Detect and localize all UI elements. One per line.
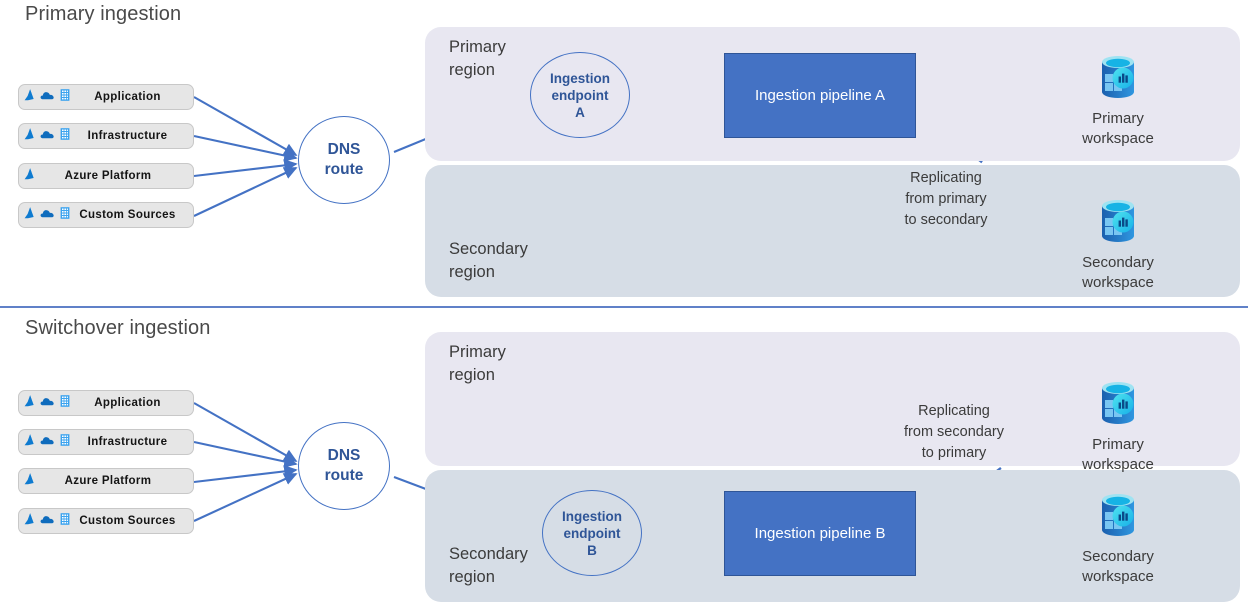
section-title-switchover-ingestion: Switchover ingestion	[25, 317, 211, 339]
azure-logo-icon	[24, 167, 37, 186]
ingestion-pipeline-a-label: Ingestion pipeline A	[754, 87, 886, 104]
dns-route-label: DNS route	[324, 141, 364, 178]
replication-caption-top: Replicating from primary to secondary	[904, 170, 988, 228]
source-item-infrastructure-top[interactable]: Infrastructure	[18, 123, 194, 149]
primary-workspace-node-bottom[interactable]: Primary workspace	[1058, 378, 1178, 476]
building-icon	[59, 127, 71, 146]
ingestion-endpoint-a-node[interactable]: Ingestion endpoint A	[530, 52, 630, 138]
source-label: Custom Sources	[79, 515, 176, 527]
source-item-application-bottom[interactable]: Application	[18, 390, 194, 416]
log-analytics-workspace-icon	[1058, 52, 1178, 107]
secondary-workspace-node-bottom[interactable]: Secondary workspace	[1058, 490, 1178, 588]
workspace-label: Secondary workspace	[1082, 548, 1154, 586]
log-analytics-workspace-icon	[1058, 378, 1178, 433]
building-icon	[59, 512, 71, 531]
ingestion-endpoint-b-label: Ingestion endpoint B	[562, 508, 622, 558]
cloud-icon	[40, 127, 56, 146]
azure-logo-icon	[24, 512, 37, 531]
ingestion-pipeline-b-label: Ingestion pipeline B	[754, 525, 886, 542]
source-icons	[19, 394, 71, 413]
workspace-label: Secondary workspace	[1082, 254, 1154, 292]
region-label-primary-top: Primary region	[449, 38, 506, 80]
dns-route-node-top[interactable]: DNS route	[298, 116, 390, 204]
source-icons	[19, 88, 71, 107]
primary-workspace-node-top[interactable]: Primary workspace	[1058, 52, 1178, 150]
source-icons	[19, 472, 37, 491]
region-label-primary-bottom: Primary region	[449, 343, 506, 385]
workspace-label: Primary workspace	[1082, 110, 1154, 148]
building-icon	[59, 433, 71, 452]
building-icon	[59, 206, 71, 225]
source-icons	[19, 433, 71, 452]
azure-logo-icon	[24, 472, 37, 491]
source-label: Application	[94, 91, 161, 103]
source-label: Custom Sources	[79, 209, 176, 221]
azure-logo-icon	[24, 127, 37, 146]
replication-caption-bottom: Replicating from secondary to primary	[904, 403, 1004, 461]
source-label: Infrastructure	[87, 436, 168, 448]
source-to-dns-arrows-bottom	[193, 402, 298, 522]
source-item-custom-sources-bottom[interactable]: Custom Sources	[18, 508, 194, 534]
cloud-icon	[40, 512, 56, 531]
cloud-icon	[40, 88, 56, 107]
source-item-azure-platform-bottom[interactable]: Azure Platform	[18, 468, 194, 494]
dns-route-label: DNS route	[324, 447, 364, 484]
ingestion-endpoint-b-node[interactable]: Ingestion endpoint B	[542, 490, 642, 576]
ingestion-pipeline-b-box[interactable]: Ingestion pipeline B	[724, 491, 916, 576]
log-analytics-workspace-icon	[1058, 490, 1178, 545]
azure-logo-icon	[24, 206, 37, 225]
dns-route-node-bottom[interactable]: DNS route	[298, 422, 390, 510]
region-label-secondary-bottom: Secondary region	[449, 545, 528, 587]
source-label: Application	[94, 397, 161, 409]
source-icons	[19, 512, 71, 531]
ingestion-endpoint-a-label: Ingestion endpoint A	[550, 70, 610, 120]
section-title-primary-ingestion: Primary ingestion	[25, 3, 182, 25]
cloud-icon	[40, 433, 56, 452]
ingestion-pipeline-a-box[interactable]: Ingestion pipeline A	[724, 53, 916, 138]
source-item-application-top[interactable]: Application	[18, 84, 194, 110]
source-icons	[19, 206, 71, 225]
source-item-infrastructure-bottom[interactable]: Infrastructure	[18, 429, 194, 455]
source-to-dns-arrows-top	[193, 96, 298, 217]
secondary-workspace-node-top[interactable]: Secondary workspace	[1058, 196, 1178, 294]
source-icons	[19, 167, 37, 186]
source-label: Infrastructure	[87, 130, 168, 142]
building-icon	[59, 394, 71, 413]
log-analytics-workspace-icon	[1058, 196, 1178, 251]
building-icon	[59, 88, 71, 107]
region-label-secondary-top: Secondary region	[449, 240, 528, 282]
azure-logo-icon	[24, 394, 37, 413]
cloud-icon	[40, 394, 56, 413]
azure-logo-icon	[24, 88, 37, 107]
workspace-label: Primary workspace	[1082, 436, 1154, 474]
cloud-icon	[40, 206, 56, 225]
source-item-custom-sources-top[interactable]: Custom Sources	[18, 202, 194, 228]
azure-logo-icon	[24, 433, 37, 452]
source-label: Azure Platform	[64, 475, 152, 487]
source-icons	[19, 127, 71, 146]
source-label: Azure Platform	[64, 170, 152, 182]
source-item-azure-platform-top[interactable]: Azure Platform	[18, 163, 194, 189]
